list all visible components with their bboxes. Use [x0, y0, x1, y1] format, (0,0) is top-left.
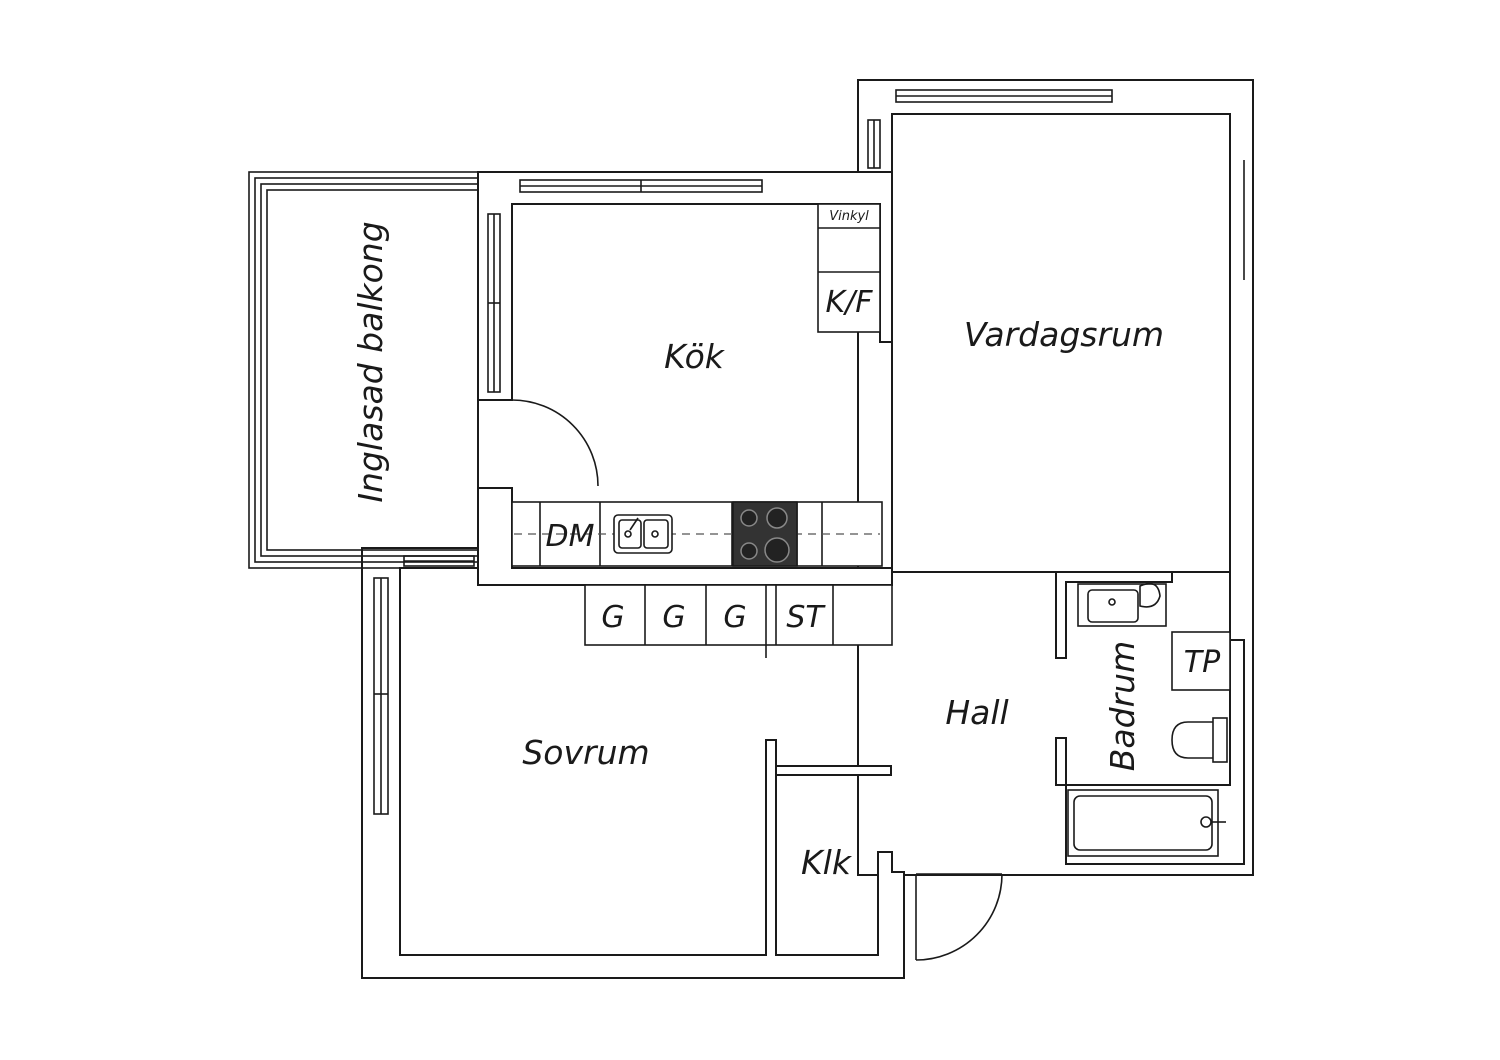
- room-label-closet: Klk: [801, 843, 853, 882]
- balcony-outline: [248, 171, 479, 569]
- fixture-label-wardrobe-3: G: [723, 600, 746, 635]
- wardrobe-row: [584, 584, 893, 658]
- room-label-hall: Hall: [945, 693, 1008, 732]
- room-label-bedroom: Sovrum: [522, 733, 649, 772]
- room-label-living: Vardagsrum: [964, 315, 1164, 354]
- fixture-label-dishwasher: DM: [546, 519, 595, 554]
- fixture-label-fridge-freezer: K/F: [825, 285, 873, 320]
- room-label-bathroom: Badrum: [1103, 641, 1142, 771]
- fixture-label-wardrobe-2: G: [662, 600, 685, 635]
- fixture-label-dryer: TP: [1184, 645, 1221, 680]
- stove-icon: [732, 501, 798, 567]
- sink-icon: [613, 514, 673, 554]
- fridge-column: [817, 203, 881, 333]
- room-label-kitchen: Kök: [664, 337, 726, 376]
- fixture-label-corner-cabinet: Vinkyl: [829, 209, 869, 224]
- fixture-label-storage: ST: [786, 600, 826, 635]
- bathroom-walls: [1055, 571, 1245, 865]
- fixture-label-wardrobe-1: G: [601, 600, 624, 635]
- kitchen-counter: [511, 501, 883, 567]
- room-label-balcony: Inglasad balkong: [351, 221, 390, 502]
